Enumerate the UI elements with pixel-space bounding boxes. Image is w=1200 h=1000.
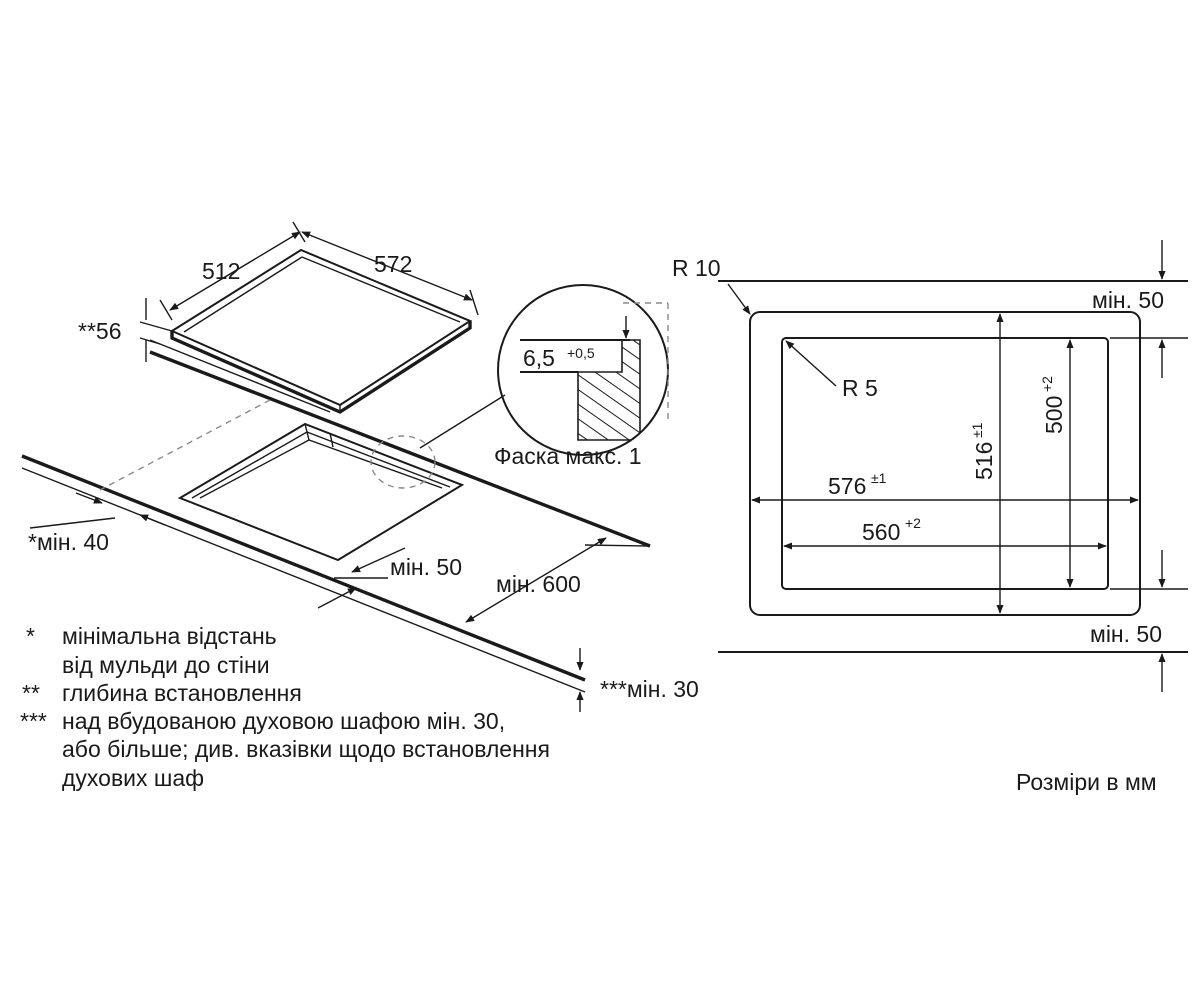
detail-value: 6,5: [523, 345, 555, 371]
edge-detail-callout: 6,5 +0,5 Фаска макс. 1: [494, 284, 669, 469]
width-576-label: 576: [828, 473, 866, 499]
chamfer-label: Фаска макс. 1: [494, 443, 642, 469]
min-50-top-label: мін. 50: [1092, 287, 1164, 313]
note-3-line-3: духових шаф: [62, 765, 204, 791]
width-560-tolerance: +2: [905, 515, 921, 531]
hob-isometric-view: 512 572 **56 *мін. 40 мін. 5: [21, 221, 699, 712]
units-label: Розміри в мм: [1016, 769, 1157, 795]
dimension-572: 572: [301, 231, 479, 316]
hatched-section: [577, 339, 641, 441]
dim-512-label: 512: [202, 258, 240, 284]
note-2-line-1: глибина встановлення: [62, 680, 302, 706]
dimension-min-600: мін. 600: [465, 537, 607, 623]
radius-5-label: R 5: [842, 375, 878, 401]
note-3-line-1: над вбудованою духовою шафою мін. 30,: [62, 708, 505, 734]
min-30-label: ***мін. 30: [600, 676, 699, 702]
cutout-plan-view: мін. 50 мін. 50 R 10 R 5 576 ±1 560 +2 5…: [672, 240, 1188, 692]
note-3-line-2: або більше; див. вказівки щодо встановле…: [62, 736, 550, 762]
worktop: [21, 339, 651, 693]
note-3-mark: ***: [20, 708, 47, 734]
min-600-label: мін. 600: [496, 571, 581, 597]
depth-500-label: 500: [1041, 396, 1067, 434]
width-576-tolerance: ±1: [871, 470, 887, 486]
dimension-min-30: ***мін. 30: [576, 648, 699, 712]
dimension-min-40: *мін. 40: [28, 492, 166, 555]
depth-516-label: 516: [971, 442, 997, 480]
note-1-line-1: мінімальна відстань: [62, 623, 277, 649]
worktop-cutout: [177, 394, 506, 562]
installation-depth-label: **56: [78, 318, 121, 344]
dimension-min-50-front: мін. 50: [317, 547, 462, 609]
note-1-line-2: від мульди до стіни: [62, 652, 270, 678]
footnotes: * мінімальна відстань від мульди до стін…: [20, 623, 550, 791]
inner-cutout-outline: [781, 337, 1109, 590]
min-50-bottom-label: мін. 50: [1090, 621, 1162, 647]
detail-tolerance: +0,5: [567, 345, 595, 361]
radius-10-label: R 10: [672, 255, 721, 281]
dim-572-label: 572: [374, 251, 412, 277]
dimension-512: 512: [159, 221, 306, 321]
dimension-installation-depth: **56: [78, 298, 173, 362]
width-560-label: 560: [862, 519, 900, 545]
min-40-label: *мін. 40: [28, 529, 109, 555]
min-50-front-label: мін. 50: [390, 554, 462, 580]
outer-cutout-outline: [749, 311, 1141, 616]
note-2-mark: **: [22, 680, 40, 706]
note-1-mark: *: [26, 623, 35, 649]
depth-500-tolerance: +2: [1039, 376, 1055, 392]
depth-516-tolerance: ±1: [969, 422, 985, 438]
